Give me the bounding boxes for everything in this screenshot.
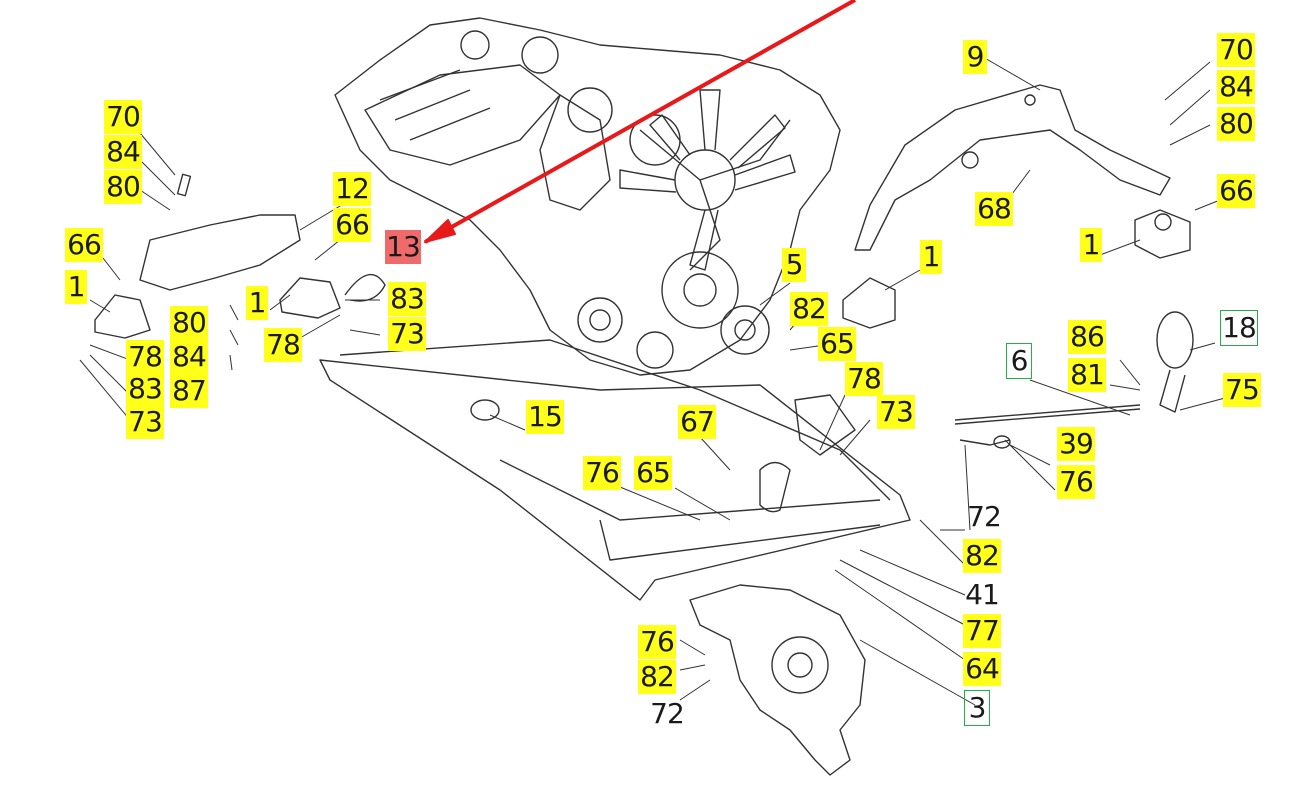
- callout-78-left[interactable]: 78: [126, 340, 164, 374]
- callout-76-frame[interactable]: 76: [583, 456, 621, 490]
- callout-75[interactable]: 75: [1223, 373, 1261, 407]
- callout-70-left[interactable]: 70: [104, 100, 142, 134]
- mid-mount: [279, 273, 386, 319]
- callout-72-fan[interactable]: 72: [650, 697, 685, 730]
- fan-hub: [619, 89, 796, 271]
- callout-86[interactable]: 86: [1068, 320, 1106, 354]
- callout-82-tens[interactable]: 82: [963, 539, 1001, 573]
- callout-77[interactable]: 77: [963, 614, 1001, 648]
- callout-81[interactable]: 81: [1068, 358, 1106, 392]
- callout-1-mid[interactable]: 1: [246, 286, 268, 320]
- callout-84-mid[interactable]: 84: [170, 340, 208, 374]
- callout-65-frame[interactable]: 65: [634, 456, 672, 490]
- callout-13-selected[interactable]: 13: [385, 230, 421, 264]
- callout-5[interactable]: 5: [782, 248, 806, 282]
- callout-3[interactable]: 3: [964, 690, 990, 726]
- callout-82-center[interactable]: 82: [790, 292, 828, 326]
- callout-65-center[interactable]: 65: [818, 327, 856, 361]
- callout-70-right[interactable]: 70: [1217, 33, 1255, 67]
- callout-39[interactable]: 39: [1057, 427, 1095, 461]
- callout-84-right[interactable]: 84: [1217, 70, 1255, 104]
- callout-73-mid[interactable]: 73: [388, 317, 426, 351]
- callout-83-left[interactable]: 83: [126, 372, 164, 406]
- callout-66-right[interactable]: 66: [1217, 174, 1255, 208]
- callout-73-frame[interactable]: 73: [877, 395, 915, 429]
- left-mount: [94, 173, 301, 339]
- callout-84-left[interactable]: 84: [104, 135, 142, 169]
- callout-1-right[interactable]: 1: [1080, 228, 1102, 262]
- callout-41[interactable]: 41: [965, 578, 1000, 611]
- callout-80-right[interactable]: 80: [1217, 107, 1255, 141]
- callout-78-mid[interactable]: 78: [264, 328, 302, 362]
- callout-66-mid[interactable]: 66: [333, 208, 371, 242]
- right-bracket: [854, 84, 1191, 259]
- callout-15[interactable]: 15: [526, 400, 564, 434]
- red-arrow-pointer: [424, 0, 856, 244]
- callout-12[interactable]: 12: [333, 172, 371, 206]
- callout-80-left[interactable]: 80: [104, 170, 142, 204]
- callout-68[interactable]: 68: [975, 192, 1013, 226]
- callout-83-mid[interactable]: 83: [388, 282, 426, 316]
- callout-6[interactable]: 6: [1006, 343, 1032, 379]
- fan-housing: [689, 584, 866, 776]
- callout-76-tens[interactable]: 76: [1057, 465, 1095, 499]
- callout-1-left[interactable]: 1: [65, 270, 87, 304]
- callout-76-fan[interactable]: 76: [638, 625, 676, 659]
- callout-73-left[interactable]: 73: [126, 405, 164, 439]
- callout-1-center[interactable]: 1: [920, 240, 942, 274]
- center-mount: [720, 277, 896, 355]
- callout-9[interactable]: 9: [963, 40, 987, 74]
- main-frame: [319, 339, 911, 601]
- callout-82-fan[interactable]: 82: [638, 660, 676, 694]
- callout-87[interactable]: 87: [170, 374, 208, 408]
- callout-64[interactable]: 64: [963, 652, 1001, 686]
- callout-80-mid[interactable]: 80: [170, 306, 208, 340]
- callout-78-frame[interactable]: 78: [845, 362, 883, 396]
- leader-lines: [79, 56, 1226, 706]
- callout-66-left[interactable]: 66: [65, 228, 103, 262]
- callout-72-tens[interactable]: 72: [967, 500, 1002, 533]
- callout-67[interactable]: 67: [678, 405, 716, 439]
- callout-18[interactable]: 18: [1220, 310, 1258, 346]
